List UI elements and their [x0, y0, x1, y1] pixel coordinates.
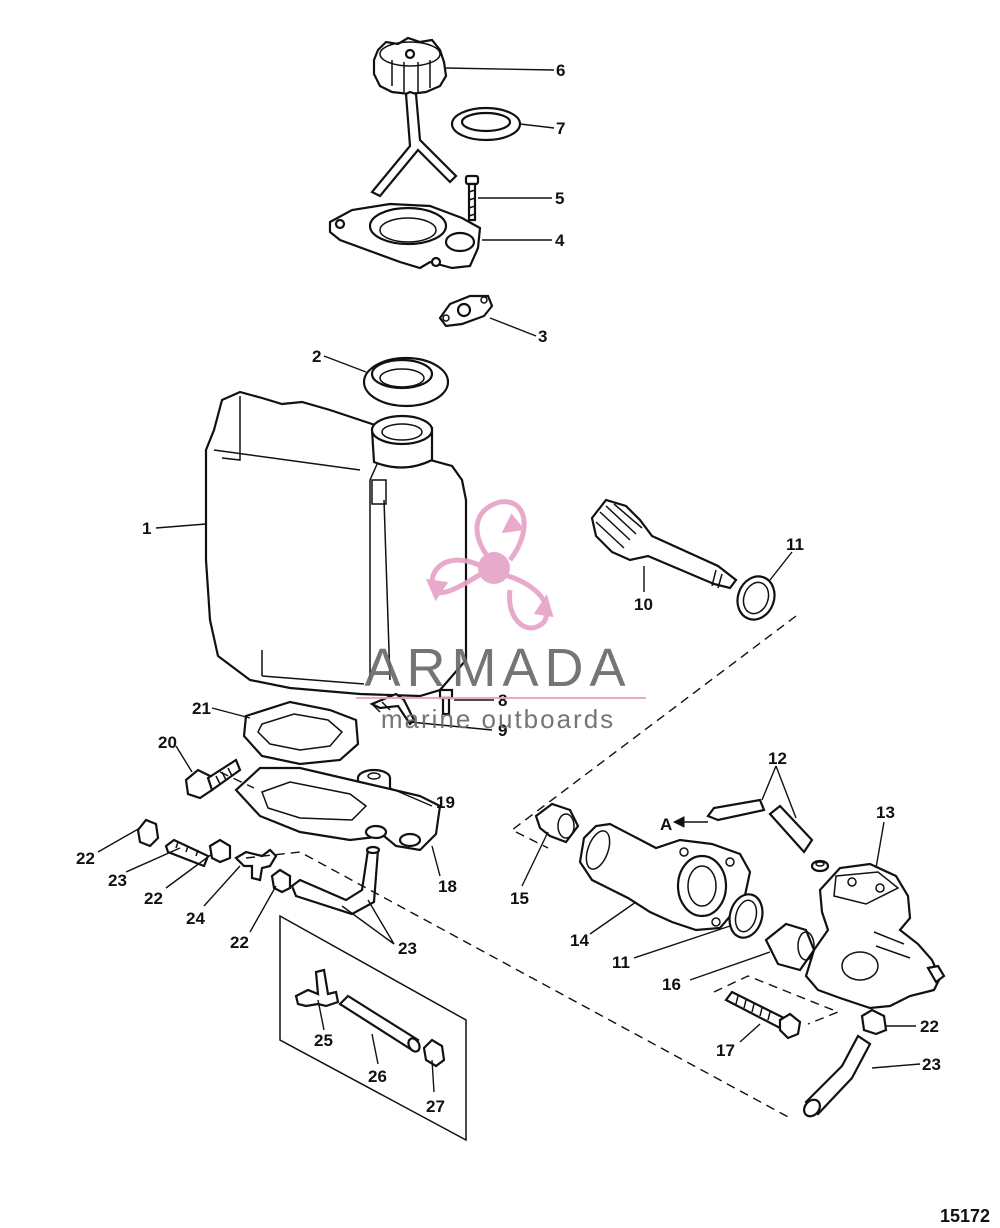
part-2-grommet [362, 356, 450, 408]
part-15-seal [534, 802, 580, 844]
part-9-pickup-tube [369, 692, 416, 726]
part-23-hose-a [164, 838, 210, 868]
callout-22-d: 22 [920, 1017, 939, 1036]
callout-19: 19 [436, 793, 455, 812]
callout-2: 2 [312, 347, 321, 366]
leader-lines [97, 67, 921, 1093]
part-10-drive-shaft [590, 498, 738, 590]
part-3-plate [438, 294, 494, 328]
arrow-a-label: A [660, 815, 672, 834]
part-7-gasket [450, 106, 522, 142]
callout-16: 16 [662, 975, 681, 994]
callout-27: 27 [426, 1097, 445, 1116]
part-20-bolt [184, 758, 242, 800]
callout-22-b: 22 [144, 889, 163, 908]
callout-3: 3 [538, 327, 547, 346]
callout-14: 14 [570, 931, 589, 950]
part-23-hose-c [803, 1034, 872, 1118]
watermark-brand: ARMADA [364, 638, 631, 698]
callout-26: 26 [368, 1067, 387, 1086]
callout-22-c: 22 [230, 933, 249, 952]
callout-1: 1 [142, 519, 151, 538]
callout-labels: 6 7 5 4 3 2 1 11 10 8 9 21 20 19 18 12 1… [76, 61, 941, 1116]
part-12-hoses [706, 798, 814, 854]
watermark-tagline: marine outboards [381, 704, 615, 734]
part-25-tee [294, 968, 340, 1008]
callout-17: 17 [716, 1041, 735, 1060]
propeller-hub-icon [478, 552, 510, 584]
part-14-pump-housing [578, 822, 752, 932]
callout-23-a: 23 [108, 871, 127, 890]
inset-box-kit [279, 914, 467, 1142]
callout-8: 8 [498, 691, 507, 710]
callout-13: 13 [876, 803, 895, 822]
part-24-tee-fitting [234, 848, 278, 882]
callout-5: 5 [555, 189, 564, 208]
callout-22-a: 22 [76, 849, 95, 868]
callout-10: 10 [634, 595, 653, 614]
part-16-bushing [764, 922, 816, 972]
part-22-clamp-b [208, 838, 232, 864]
part-23-hose-b [290, 845, 381, 916]
callout-20: 20 [158, 733, 177, 752]
part-17-bolt [713, 975, 840, 1040]
callout-4: 4 [555, 231, 565, 250]
part-1-oil-tank [204, 390, 468, 698]
callout-18: 18 [438, 877, 457, 896]
callout-21: 21 [192, 699, 211, 718]
part-4-filler-flange [328, 202, 482, 270]
callout-6: 6 [556, 61, 565, 80]
propeller-logo-icon [425, 499, 554, 631]
arrow-a [672, 816, 708, 828]
callout-12: 12 [768, 749, 787, 768]
assembly-dashed-lines [245, 615, 797, 1119]
callout-7: 7 [556, 119, 565, 138]
part-5-screw [464, 174, 480, 222]
part-18-bracket [219, 766, 442, 852]
part-11-o-ring-upper [736, 575, 776, 621]
part-13-oil-pump [804, 859, 946, 1010]
callout-11-upper: 11 [786, 535, 804, 554]
callout-23-b: 23 [398, 939, 417, 958]
part-11-o-ring-lower [728, 893, 764, 939]
part-27-clip [422, 1038, 446, 1068]
part-22-clamp-a [136, 818, 160, 848]
part-26-hose [338, 994, 421, 1053]
part-22-clamp-d [860, 1008, 888, 1036]
callout-24: 24 [186, 909, 205, 928]
part-6-fill-cap [370, 36, 458, 198]
callout-9: 9 [498, 721, 507, 740]
callout-11-lower: 11 [612, 953, 630, 972]
callout-15: 15 [510, 889, 529, 908]
callout-23-c: 23 [922, 1055, 941, 1074]
figure-number: 15172 [940, 1206, 990, 1226]
part-21-tank-seal [242, 700, 360, 766]
callout-25: 25 [314, 1031, 333, 1050]
watermark: ARMADA marine outboards [356, 499, 646, 734]
